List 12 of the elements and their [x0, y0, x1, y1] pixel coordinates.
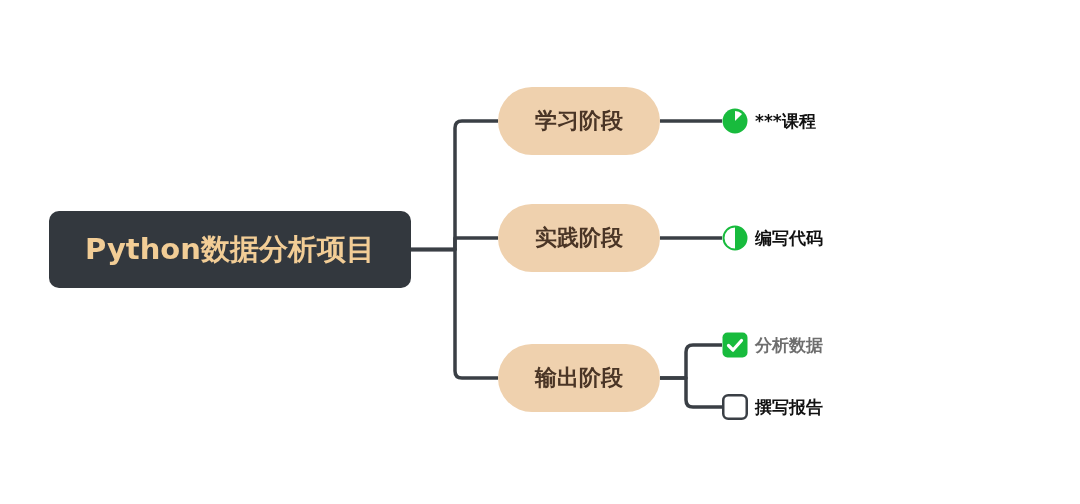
topic-box: Python数据分析项目: [49, 211, 411, 288]
stage-pill: 实践阶段: [498, 204, 660, 272]
task-text: 分析数据: [755, 334, 823, 356]
task-text: 编写代码: [755, 227, 823, 249]
connector-line: [660, 236, 722, 240]
task-text: ***课程: [755, 110, 816, 132]
stage-pill: 学习阶段: [498, 87, 660, 155]
task-text: 撰写报告: [755, 396, 823, 418]
stage-pill: 输出阶段: [498, 344, 660, 412]
connector-line: [660, 376, 722, 409]
connector-line: [411, 247, 498, 380]
connector-line: [660, 119, 722, 123]
